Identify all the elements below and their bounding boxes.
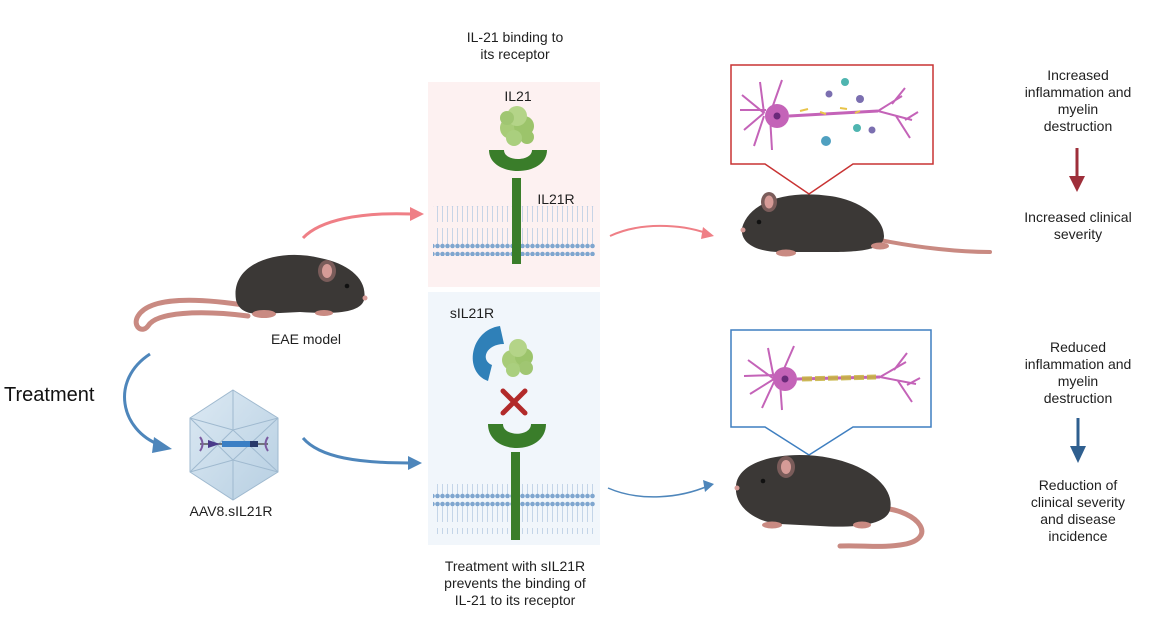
- il21-receptor: [489, 150, 547, 264]
- blocked-binding-x: [500, 388, 528, 416]
- arrow-eae-to-binding: [301, 207, 424, 240]
- treatment-label: Treatment: [4, 384, 95, 406]
- down-arrow-red: [1069, 148, 1085, 192]
- immune-cells: [821, 78, 876, 146]
- healthy-neuron-callout: [730, 329, 932, 456]
- treated-mouse: [734, 455, 925, 549]
- aav-label: AAV8.sIL21R: [189, 503, 273, 519]
- diseased-mouse: [740, 192, 992, 257]
- il21r-label: IL21R: [537, 191, 575, 207]
- arrow-aav-to-treatment: [301, 436, 422, 470]
- eae-model-label: EAE model: [270, 331, 342, 347]
- aav-capsid: [189, 389, 279, 501]
- treatment-caption: Treatment with sIL21R prevents the bindi…: [444, 558, 586, 608]
- arrow-binding-to-disease-mouse: [609, 224, 714, 239]
- damaged-neuron: [740, 79, 919, 151]
- down-arrow-blue: [1070, 418, 1086, 463]
- il21-label: IL21: [504, 88, 532, 104]
- top-outcome-inflammation: Increased inflammation and myelin destru…: [1024, 67, 1132, 134]
- arrow-treatment-to-treated-mouse: [607, 480, 714, 498]
- transgene-cassette: [199, 436, 269, 452]
- inflamed-neuron-callout: [730, 64, 934, 195]
- healthy-neuron: [743, 345, 921, 411]
- il21-cytokine: [500, 106, 534, 146]
- eae-mouse: [133, 254, 368, 332]
- soluble-il21r: [472, 326, 504, 381]
- il21-binding-title: IL-21 binding to its receptor: [466, 29, 564, 62]
- sil21r-label: sIL21R: [449, 305, 495, 321]
- il21-cytokine-bound: [502, 339, 533, 377]
- bottom-outcome-severity: Reduction of clinical severity and disea…: [1030, 477, 1126, 544]
- il21-receptor-unbound: [488, 424, 546, 540]
- bottom-outcome-inflammation: Reduced inflammation and myelin destruct…: [1024, 339, 1132, 406]
- top-outcome-severity: Increased clinical severity: [1024, 209, 1132, 242]
- arrow-eae-to-treatment: [123, 352, 172, 453]
